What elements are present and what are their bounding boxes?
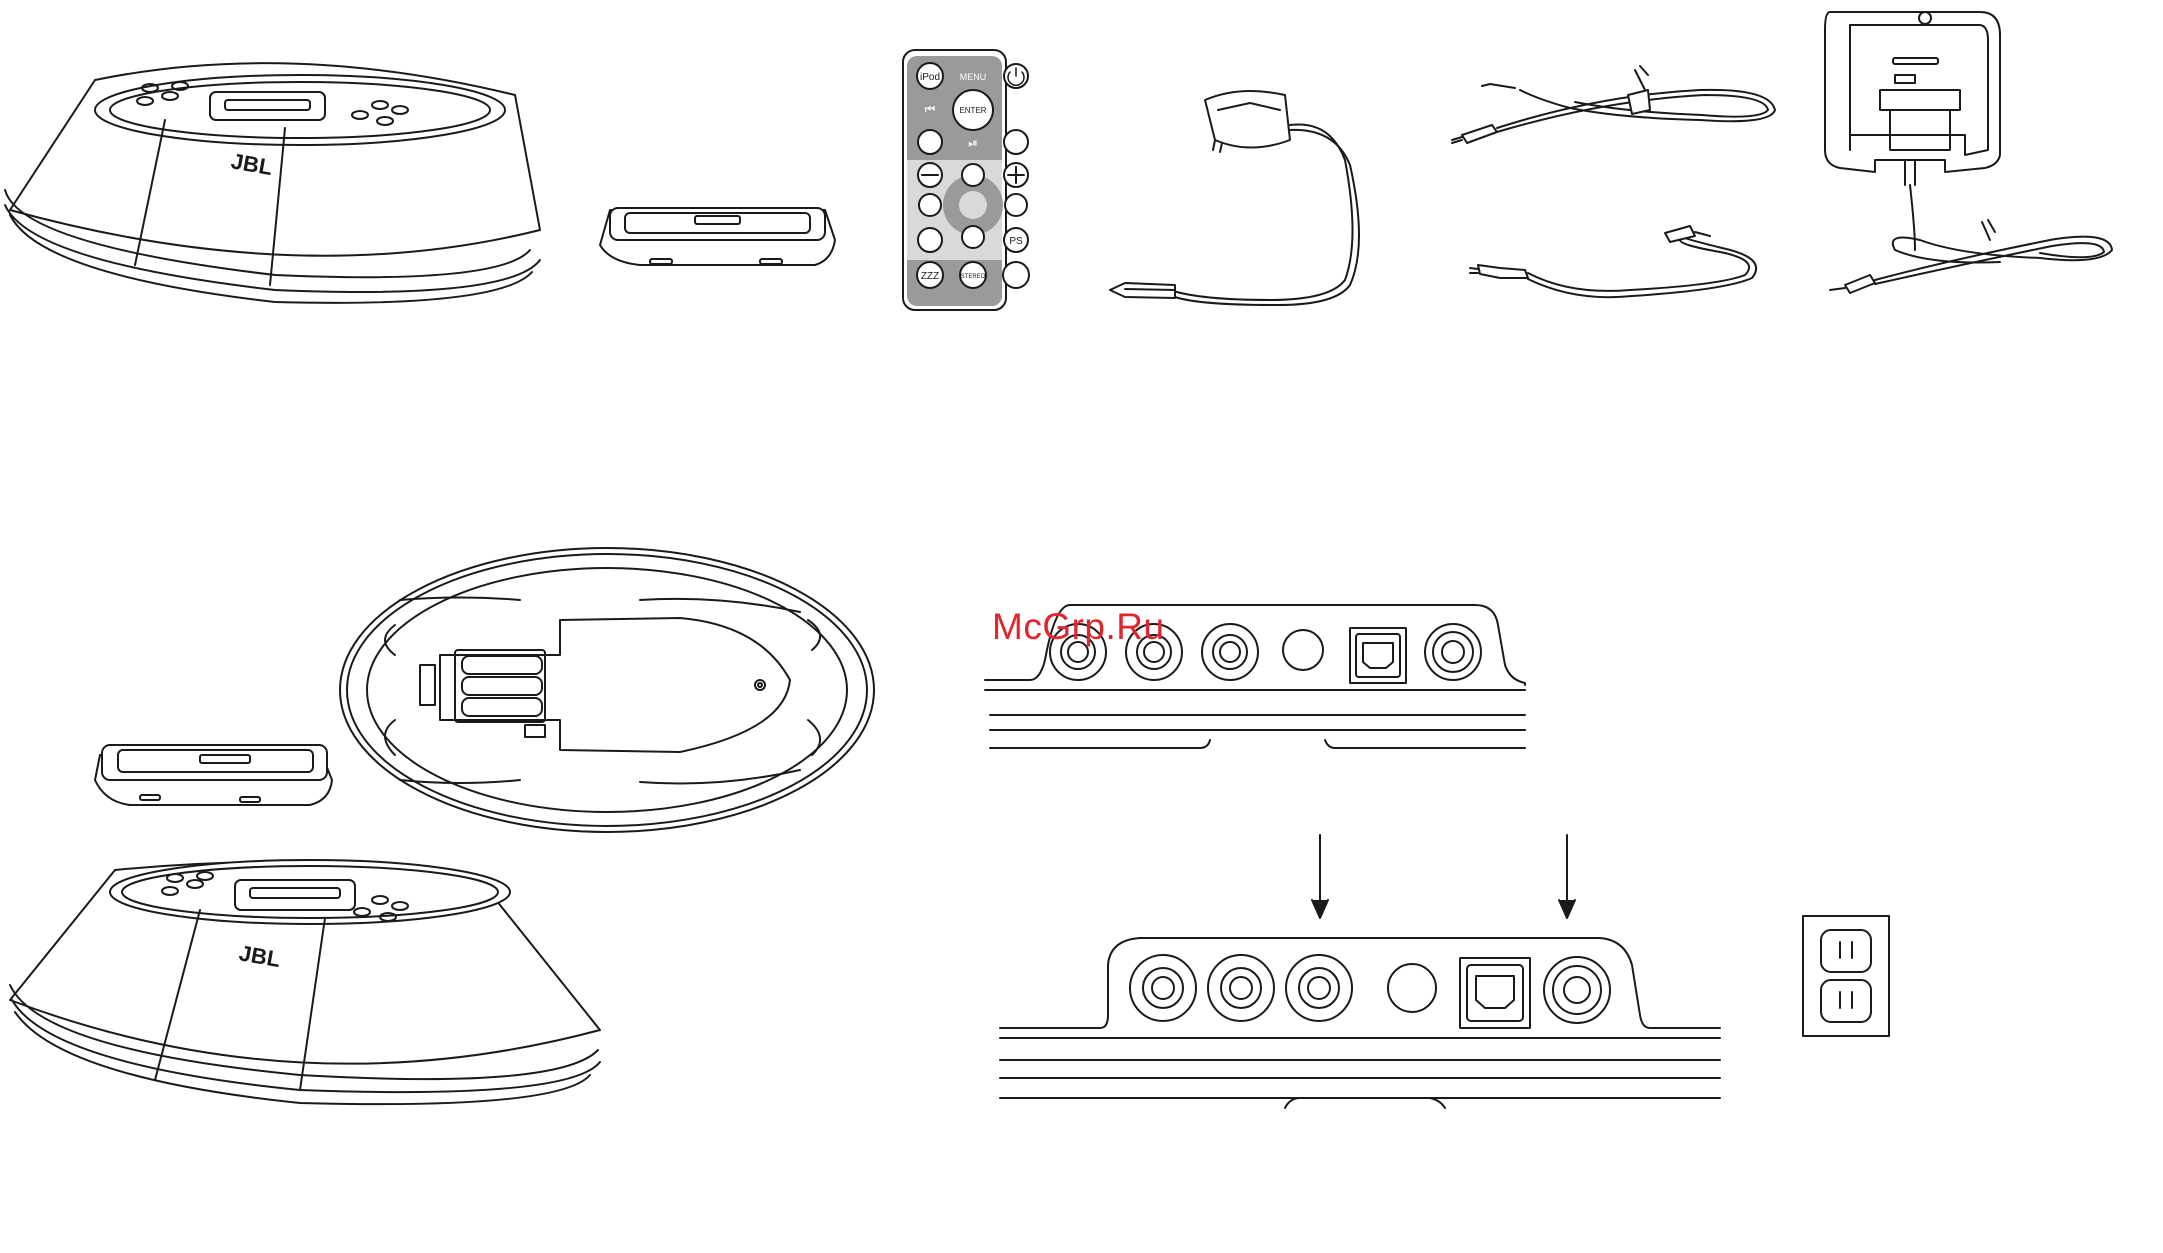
scroll-down-icon	[918, 130, 942, 154]
arrow-down-icon	[962, 226, 984, 248]
alarm-bell-icon	[1003, 262, 1029, 288]
home-icon	[919, 194, 941, 216]
dock-adapter-bottom-illustration	[95, 745, 332, 805]
remote-control-illustration: iPod MENU ENTER ⏮ ⏭ ⏯ PS ZZZ STEREO	[903, 50, 1029, 310]
audio-cable-top-illustration	[1452, 66, 1775, 143]
audio-cable-bottom-illustration	[1470, 226, 1756, 297]
speaker-dock-bottom-illustration: JBL	[10, 860, 600, 1104]
speaker-dock-top-illustration: JBL	[5, 63, 540, 303]
dock-adapter-top-illustration	[600, 208, 835, 265]
remote-stereo-label: STEREO	[961, 274, 986, 280]
remote-ps-label: PS	[1009, 236, 1023, 247]
wall-outlet-illustration	[1803, 916, 1889, 1036]
music-note-icon	[918, 228, 942, 252]
scroll-up-icon	[1004, 130, 1028, 154]
play-pause-icon: ⏯	[968, 136, 978, 150]
speaker-underside-illustration	[340, 548, 874, 832]
rear-panel-lower-illustration	[1000, 938, 1720, 1108]
am-antenna-illustration	[1825, 12, 2112, 293]
power-adapter-illustration	[1110, 91, 1359, 305]
connection-arrows	[1312, 835, 1575, 918]
remote-menu-label: MENU	[960, 72, 987, 82]
arrow-up-icon	[962, 164, 984, 186]
watermark-text: McGrp.Ru	[992, 606, 1165, 648]
previous-track-icon: ⏮	[925, 102, 936, 116]
next-track-icon: ⏭	[1011, 102, 1022, 116]
remote-ipod-label: iPod	[920, 72, 940, 83]
remote-zzz-label: ZZZ	[921, 271, 939, 282]
return-icon	[1005, 194, 1027, 216]
remote-enter-label: ENTER	[959, 106, 986, 115]
